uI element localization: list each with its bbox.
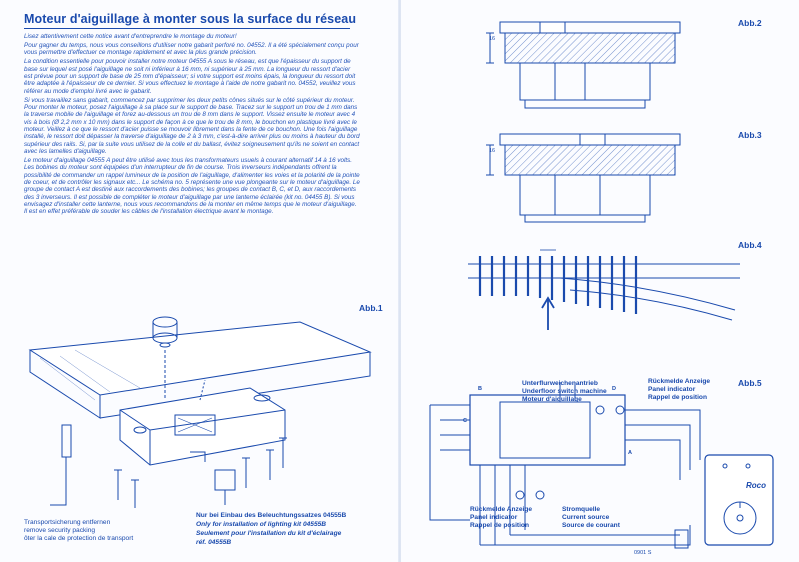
dimension-label: 16 [489, 148, 496, 154]
panel-indicator-top-fr: Rappel de position [648, 394, 707, 401]
contact-b-label: B [478, 386, 482, 392]
paragraph: Pour gagner du temps, nous vous conseill… [24, 41, 359, 57]
figure-4-label: Abb.4 [738, 240, 762, 250]
figure-1-label: Abb.1 [359, 303, 383, 313]
current-source-de: Stromquelle [562, 506, 601, 513]
lighting-label-fr: Seulement pour l'installation du kit d'é… [196, 530, 342, 537]
motor-label-de: Unterflurweichenantrieb [522, 380, 598, 387]
dimension-label: 16 [489, 36, 496, 42]
lighting-label-en: Only for installation of lighting kit 04… [196, 521, 327, 528]
contact-d-label: D [612, 386, 616, 392]
paragraph: La condition essentielle pour pouvoir in… [24, 58, 356, 95]
paragraph: Si vous travaillez sans gabarit, commenc… [24, 96, 360, 155]
title-rule [24, 28, 350, 29]
panel-indicator-top-de: Rückmelde Anzeige [648, 378, 711, 385]
motor-label-fr: Moteur d'aiguillage [522, 396, 582, 403]
panel-indicator-bottom-de: Rückmelde Anzeige [470, 506, 533, 513]
instruction-text: Lisez attentivement cette notice avant d… [24, 33, 360, 217]
contact-c-label: C [463, 418, 467, 424]
current-source-en: Current source [562, 514, 610, 521]
contact-a-label: A [628, 450, 632, 456]
transport-label-fr: ôter la cale de protection de transport [24, 535, 134, 542]
page-fold [398, 0, 402, 562]
transport-label-de: Transportsicherung entfernen [24, 519, 111, 526]
paragraph: Le moteur d'aiguillage 04555 A peut être… [24, 156, 360, 216]
lighting-label-ref: réf. 04555B [196, 539, 232, 546]
panel-indicator-top-en: Panel indicator [648, 386, 696, 393]
lighting-label-de: Nur bei Einbau des Beleuchtungssatzes 04… [196, 512, 347, 519]
figure-2-label: Abb.2 [738, 18, 762, 28]
page-title: Moteur d'aiguillage à monter sous la sur… [24, 12, 357, 26]
roco-logo: Roco [746, 481, 766, 490]
panel-indicator-bottom-fr: Rappel de position [470, 522, 529, 529]
figure-3-label: Abb.3 [738, 130, 762, 140]
figure-1-drawing [28, 316, 372, 508]
panel-indicator-bottom-en: Panel indicator [470, 514, 518, 521]
transport-label-en: remove security packing [24, 527, 96, 534]
paragraph: Lisez attentivement cette notice avant d… [24, 33, 237, 40]
part-number: 0901 S [634, 550, 652, 556]
motor-label-en: Underfloor switch machine [522, 388, 607, 395]
current-source-fr: Source de courant [562, 522, 620, 529]
figure-5-label: Abb.5 [738, 378, 762, 388]
